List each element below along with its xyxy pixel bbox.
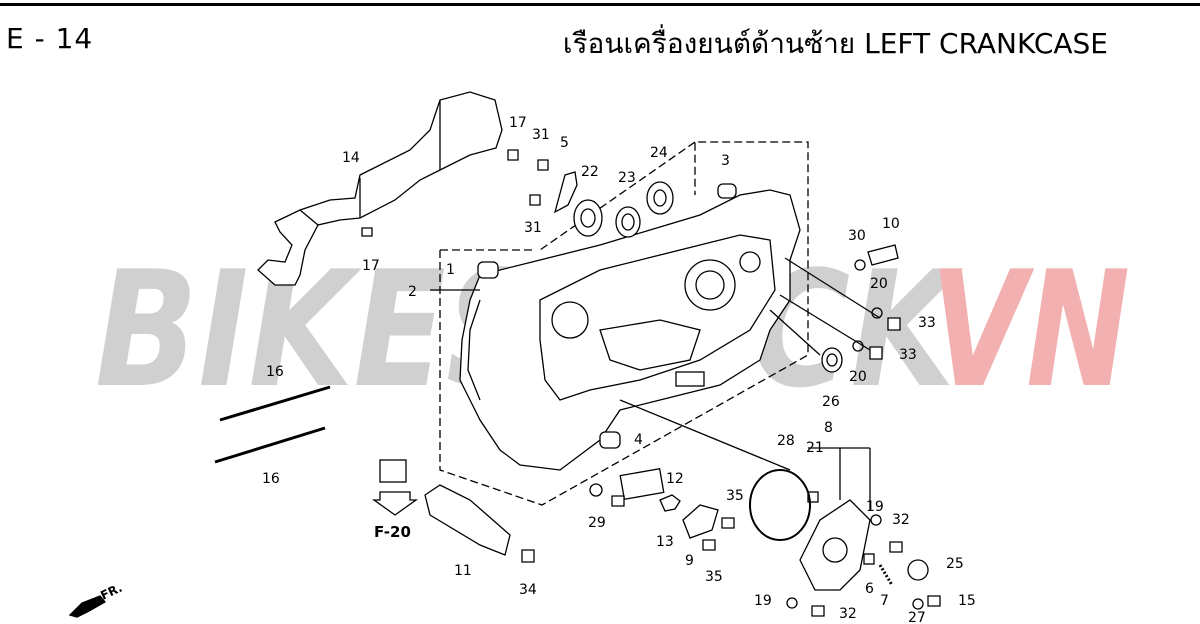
pin-6 [863,553,875,565]
callout-19b: 19 [754,593,772,609]
bolt-17-top [507,149,519,161]
callout-32b: 32 [839,606,857,622]
page-title: เรือนเครื่องยนต์ด้านซ้าย LEFT CRANKCASE [562,27,1108,60]
ref-label: F-20 [374,523,411,541]
callout-17b: 17 [362,258,380,274]
nut-33b [869,346,883,360]
bolt-31-top [537,159,549,171]
oil-seal-25 [907,559,929,581]
bolt-32b [811,605,825,617]
callout-27: 27 [908,610,926,624]
dowel-1 [477,261,499,279]
callout-12: 12 [666,471,684,487]
dowel-3 [717,183,737,199]
part-9-plate [682,504,719,539]
callout-15: 15 [958,593,976,609]
part-14-bracket [257,91,503,286]
callout-16b: 16 [262,471,280,487]
callout-14: 14 [342,150,360,166]
callout-28: 28 [777,433,795,449]
callout-22: 22 [581,164,599,180]
front-arrow [68,595,106,618]
bolt-15 [927,595,941,607]
callout-31a: 31 [532,127,550,143]
cover-8 [799,499,871,591]
part-10 [867,244,899,266]
washer-20a [871,307,883,319]
stud-16b [214,426,326,464]
callout-11: 11 [454,563,472,579]
header-rule [0,3,1200,6]
callout-5: 5 [560,135,569,151]
bolt-17-bottom [361,227,373,237]
callout-8: 8 [824,420,833,436]
crankcase-dashed-outline [439,141,809,506]
filter-12 [619,467,665,501]
part-13 [659,494,681,512]
callout-10: 10 [882,216,900,232]
callout-16a: 16 [266,364,284,380]
gasket-28 [749,469,811,541]
callout-20a: 20 [870,276,888,292]
bolt-35a [721,517,735,529]
ref-bolt [379,459,407,483]
callout-24: 24 [650,145,668,161]
dowel-4 [599,431,621,449]
washer-19b [786,597,798,609]
oil-seal-26 [821,347,843,373]
page-code: E - 14 [6,22,94,55]
washer-19a [870,514,882,526]
callout-21: 21 [806,440,824,456]
bolt-31-bottom [529,194,541,206]
callout-35a: 35 [726,488,744,504]
callout-1: 1 [446,262,455,278]
washer-30 [854,259,866,271]
callout-2: 2 [408,284,417,300]
bolt-35b [702,539,716,551]
callout-29: 29 [588,515,606,531]
callout-3: 3 [721,153,730,169]
washer-29 [589,483,603,497]
stud-16a [219,385,331,422]
callout-20b: 20 [849,369,867,385]
callout-32a: 32 [892,512,910,528]
bearing-23 [615,206,641,238]
plug-18 [611,495,625,507]
callout-9: 9 [685,553,694,569]
callout-19a: 19 [866,499,884,515]
callout-17a: 17 [509,115,527,131]
part-5-plate [553,171,578,214]
pin-21 [807,491,819,503]
washer-20b [852,340,864,352]
front-label: FR. [98,581,124,603]
nut-33a [887,317,901,331]
ref-arrow [371,491,419,516]
washer-27 [912,598,924,610]
watermark-text-red: VN [930,240,1130,390]
callout-26: 26 [822,394,840,410]
callout-35b: 35 [705,569,723,585]
spring-7 [878,564,894,586]
callout-31b: 31 [524,220,542,236]
bearing-boss [684,259,736,311]
callout-33b: 33 [899,347,917,363]
callout-13: 13 [656,534,674,550]
callout-30: 30 [848,228,866,244]
callout-33a: 33 [918,315,936,331]
callout-4: 4 [634,432,643,448]
bearing-24 [646,181,674,215]
callout-23: 23 [618,170,636,186]
callout-25: 25 [946,556,964,572]
callout-6: 6 [865,581,874,597]
callout-34: 34 [519,582,537,598]
bolt-34 [521,549,535,563]
bearing-22 [573,199,603,237]
callout-7: 7 [880,593,889,609]
part-11-guard [424,484,511,556]
bolt-32a [889,541,903,553]
